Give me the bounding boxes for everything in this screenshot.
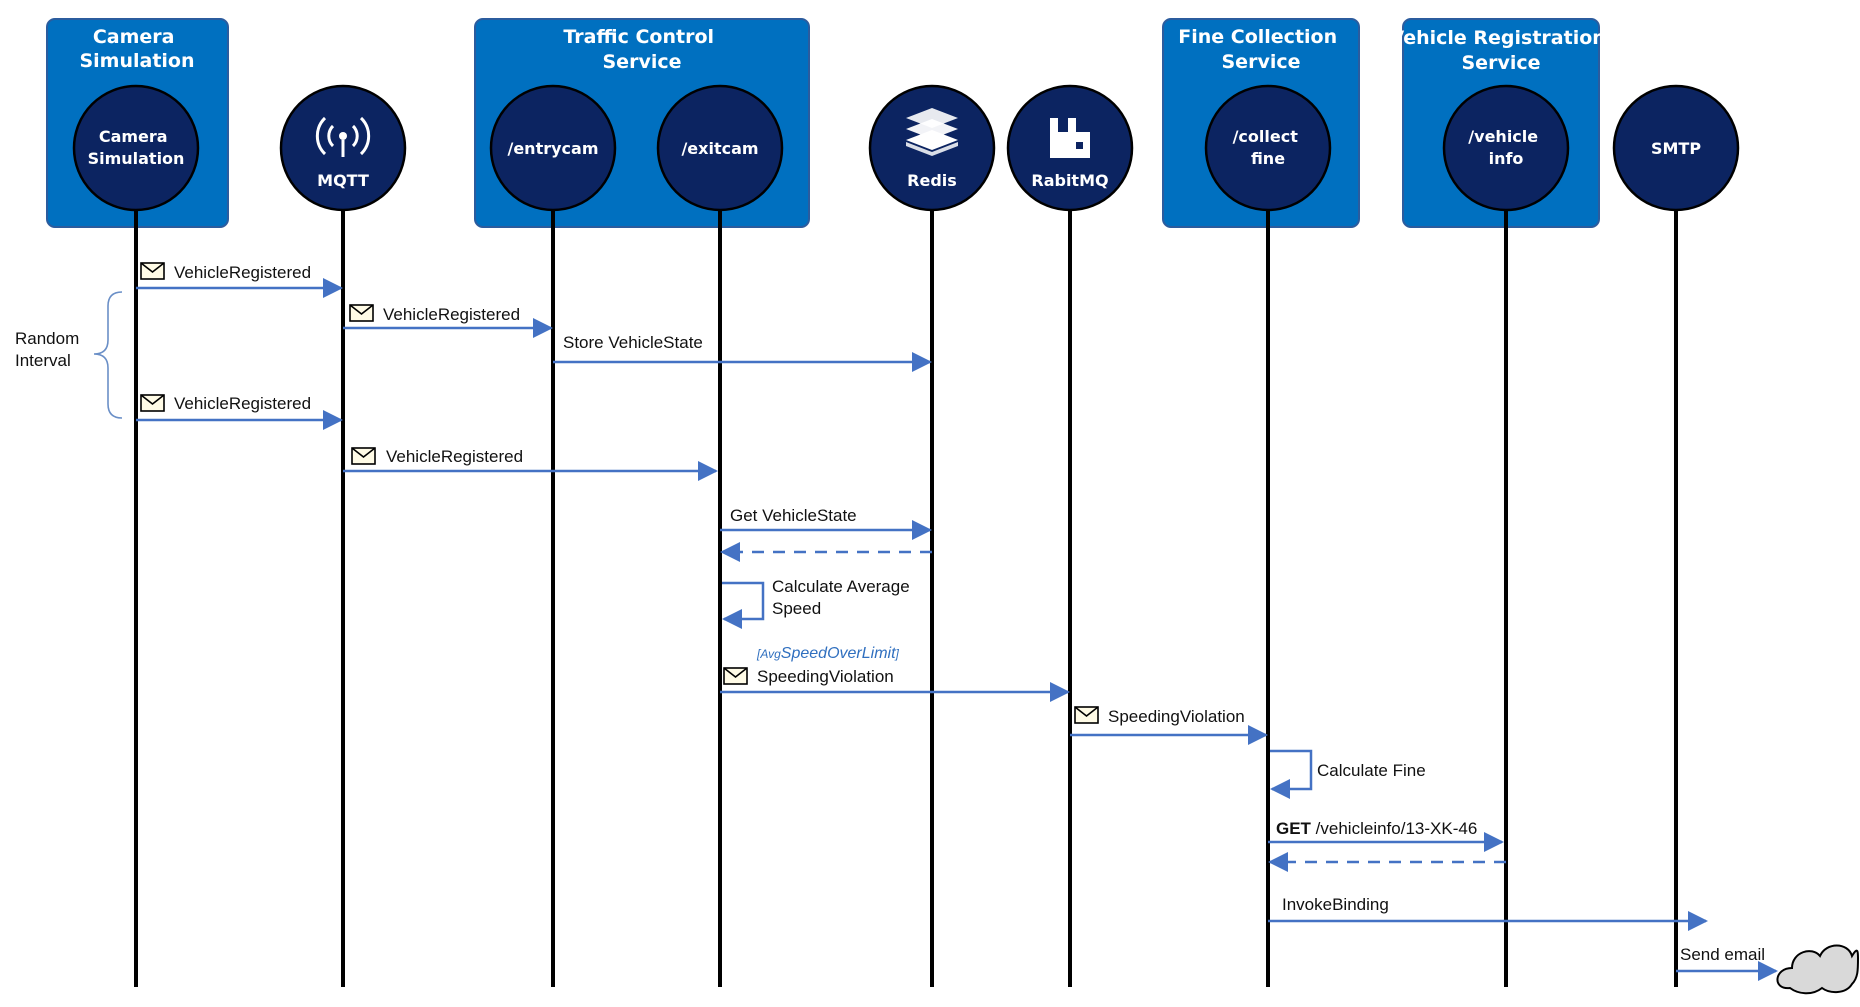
label-m3: Store VehicleState [563, 333, 703, 352]
guard-suffix: ] [895, 647, 900, 661]
label-m8: SpeedingViolation [757, 667, 894, 686]
box-camera-simulation-line2: Simulation [79, 50, 194, 72]
svg-text:Vehicle Registration Ser: Vehicle Registration Service [1390, 27, 1613, 74]
label-m1: VehicleRegistered [174, 263, 311, 282]
label-m9: SpeedingViolation [1108, 707, 1245, 726]
node-collectfine-line2: fine [1251, 149, 1285, 168]
svg-text:/collect fine: /collect fine [1233, 127, 1304, 168]
node-rabbitmq-label: RabitMQ [1031, 171, 1108, 190]
node-collectfine-line1: /collect [1233, 127, 1299, 146]
guard-prefix: [Avg [756, 647, 781, 661]
node-entrycam: /entrycam [489, 84, 617, 212]
arrow-m10-self [1270, 749, 1313, 799]
label-m10: Calculate Fine [1317, 761, 1426, 780]
envelope-icon [351, 447, 376, 465]
label-m7-line2: Speed [772, 599, 821, 618]
box-vehicle-registration-line1: Vehicle Registration [1390, 27, 1606, 49]
label-m12: InvokeBinding [1282, 895, 1389, 914]
label-m7-line1: Calculate Average [772, 577, 910, 596]
svg-text:Camera Simulation: Camera Simulation [79, 26, 194, 72]
random-interval-line2: Interval [15, 351, 71, 370]
box-traffic-control-line1: Traffic Control [563, 26, 714, 48]
antenna-icon [315, 116, 371, 157]
node-camera-simulation: Camera Simulation [72, 84, 200, 212]
envelope-icon [140, 262, 165, 280]
guard-main: SpeedOverLimit [781, 645, 896, 662]
envelope-icons [140, 262, 1099, 724]
redis-stack-icon [906, 108, 958, 156]
node-mqtt: MQTT [279, 84, 407, 212]
node-exitcam: /exitcam [656, 84, 784, 212]
rabbitmq-icon [1050, 118, 1090, 158]
label-m11: GET /vehicleinfo/13-XK-46 [1276, 819, 1477, 838]
box-camera-simulation-line1: Camera [93, 26, 175, 48]
label-m5: VehicleRegistered [386, 447, 523, 466]
node-vehicleinfo: /vehicle info [1442, 84, 1570, 212]
node-mqtt-label: MQTT [317, 171, 369, 190]
node-redis-label: Redis [907, 171, 957, 190]
node-redis: Redis [868, 84, 996, 212]
envelope-icon [723, 667, 748, 685]
label-m7: Calculate Average Speed [772, 577, 914, 618]
box-fine-collection-line1: Fine Collection [1178, 26, 1337, 48]
node-camera-simulation-line1: Camera [99, 127, 168, 146]
node-entrycam-label: /entrycam [507, 139, 598, 158]
svg-text:/vehicle info: /vehicle info [1468, 127, 1543, 168]
svg-text:Fine Collection Service: Fine Collection Service [1178, 26, 1344, 73]
interval-brace [93, 291, 123, 419]
guard-condition: [AvgSpeedOverLimit] [756, 645, 900, 662]
box-fine-collection-line2: Service [1222, 51, 1301, 73]
node-vehicleinfo-line1: /vehicle [1468, 127, 1538, 146]
node-exitcam-label: /exitcam [681, 139, 758, 158]
box-vehicle-registration-line2: Service [1462, 52, 1541, 74]
label-m13: Send email [1680, 945, 1765, 964]
envelope-icon [349, 304, 374, 322]
node-smtp: SMTP [1612, 84, 1740, 212]
label-m11-path: /vehicleinfo/13-XK-46 [1311, 819, 1477, 838]
envelope-icon [1074, 706, 1099, 724]
svg-text:Camera Simulation: Camera Simulation [88, 127, 185, 168]
envelope-icon [140, 394, 165, 412]
svg-text:Random Interval: Random Interval [15, 329, 84, 370]
node-collectfine: /collect fine [1204, 84, 1332, 212]
arrow-m7-self [722, 581, 765, 629]
node-vehicleinfo-line2: info [1489, 149, 1524, 168]
random-interval-line1: Random [15, 329, 79, 348]
box-traffic-control-line2: Service [603, 51, 682, 73]
cloud-icon [1776, 944, 1859, 995]
random-interval-annotation: Random Interval [15, 291, 123, 419]
node-rabbitmq: RabitMQ [1006, 84, 1134, 212]
node-camera-simulation-line2: Simulation [88, 149, 185, 168]
label-m2: VehicleRegistered [383, 305, 520, 324]
svg-text:Traffic Control Service: Traffic Control Service [563, 26, 720, 73]
node-smtp-label: SMTP [1651, 139, 1701, 158]
messages [136, 278, 1778, 981]
label-m4: VehicleRegistered [174, 394, 311, 413]
label-m6: Get VehicleState [730, 506, 857, 525]
label-m11-method: GET [1276, 819, 1312, 838]
